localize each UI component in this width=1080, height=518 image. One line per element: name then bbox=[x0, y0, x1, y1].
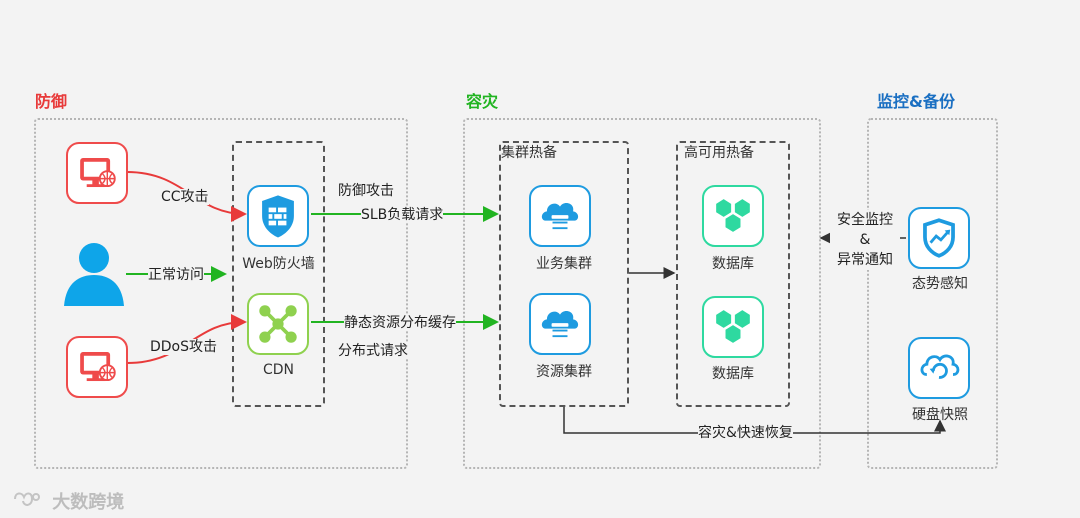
group-title-cluster-hot: 集群热备 bbox=[501, 145, 557, 161]
panel-monitor bbox=[867, 118, 998, 469]
edge-label-normal-visit: 正常访问 bbox=[148, 267, 204, 283]
user-icon bbox=[62, 240, 126, 306]
database-1-icon bbox=[702, 185, 764, 247]
cdn-network-icon bbox=[247, 293, 309, 355]
edge-label-cc-attack: CC攻击 bbox=[161, 189, 209, 205]
node-label-biz-cluster: 业务集群 bbox=[536, 256, 592, 272]
node-label-res-cluster: 资源集群 bbox=[536, 364, 592, 380]
monitor-line-1: 安全监控 bbox=[837, 212, 893, 228]
edge-label-monitor: 安全监控 & 异常通知 bbox=[830, 210, 900, 270]
group-title-ha-hot: 高可用热备 bbox=[684, 145, 754, 161]
edge-label-distributed-request: 分布式请求 bbox=[338, 343, 408, 359]
group-gateway bbox=[232, 141, 325, 407]
edge-label-slb-request: SLB负载请求 bbox=[361, 207, 444, 223]
database-2-icon bbox=[702, 296, 764, 358]
node-label-cdn: CDN bbox=[262, 362, 295, 378]
node-label-waf: Web防火墙 bbox=[242, 256, 315, 272]
edge-label-recovery: 容灾&快速恢复 bbox=[698, 425, 793, 441]
edge-label-defense-attack: 防御攻击 bbox=[338, 183, 394, 199]
watermark-text: 大数跨境 bbox=[52, 492, 125, 513]
edge-label-ddos-attack: DDoS攻击 bbox=[150, 339, 218, 355]
edge-label-static-cache: 静态资源分布缓存 bbox=[344, 315, 456, 331]
panel-disaster bbox=[463, 118, 821, 469]
attacker-cc-icon bbox=[66, 142, 128, 204]
node-label-situation: 态势感知 bbox=[912, 276, 968, 292]
section-title-disaster: 容灾 bbox=[466, 92, 499, 111]
situation-awareness-icon bbox=[908, 207, 970, 269]
watermark: 大数跨境 bbox=[12, 488, 124, 514]
panel-defense bbox=[34, 118, 408, 469]
waf-shield-icon bbox=[247, 185, 309, 247]
res-cluster-cloud-icon bbox=[529, 293, 591, 355]
disk-snapshot-icon bbox=[908, 337, 970, 399]
section-title-monitor: 监控&备份 bbox=[877, 92, 955, 111]
group-cluster-hot bbox=[499, 141, 629, 407]
biz-cluster-cloud-icon bbox=[529, 185, 591, 247]
watermark-logo-icon bbox=[12, 489, 42, 514]
monitor-line-2: & bbox=[859, 232, 871, 248]
monitor-line-3: 异常通知 bbox=[837, 252, 893, 268]
attacker-ddos-icon bbox=[66, 336, 128, 398]
node-label-snapshot: 硬盘快照 bbox=[912, 407, 968, 423]
node-label-db1: 数据库 bbox=[712, 256, 754, 272]
section-title-defense: 防御 bbox=[35, 92, 68, 111]
group-ha-hot bbox=[676, 141, 790, 407]
node-label-db2: 数据库 bbox=[712, 366, 754, 382]
